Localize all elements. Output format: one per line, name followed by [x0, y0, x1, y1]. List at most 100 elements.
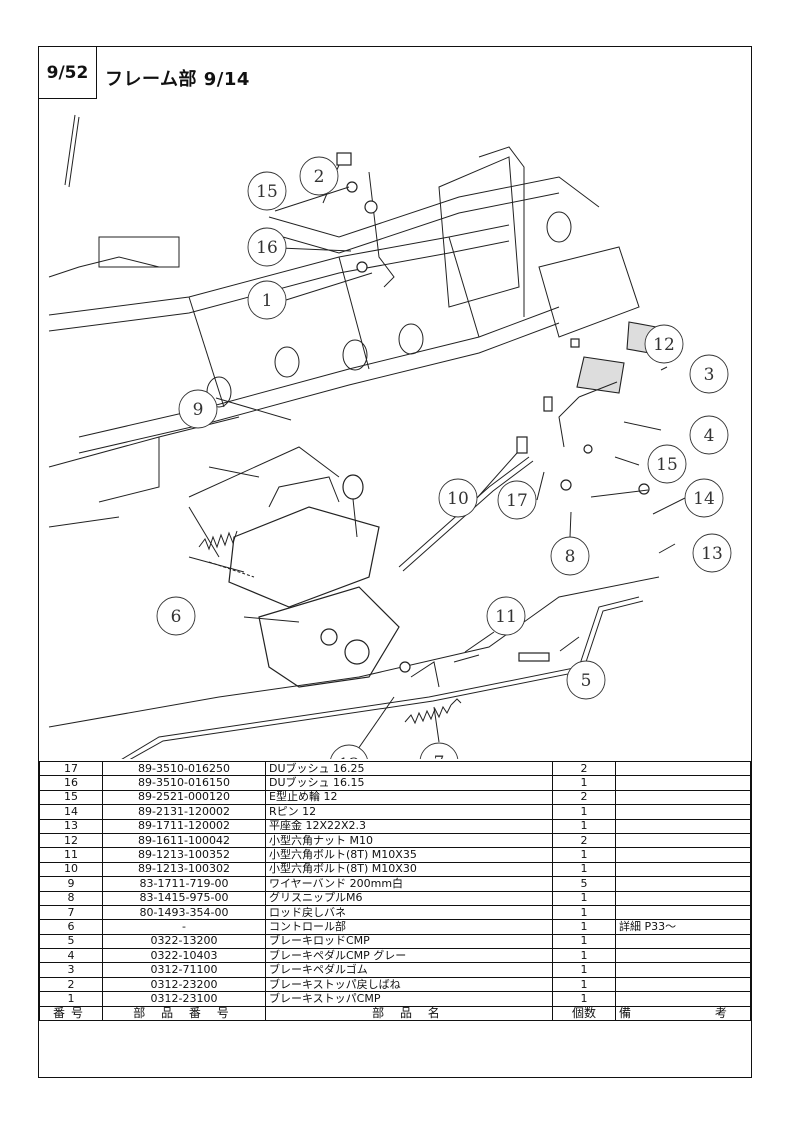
- row-remarks: [615, 760, 751, 777]
- svg-text:7: 7: [434, 753, 445, 759]
- row-part-number: 89-2131-120002: [102, 804, 266, 820]
- callout-15-a: 15: [247, 171, 287, 211]
- row-remarks: [615, 948, 751, 964]
- svg-text:6: 6: [171, 607, 182, 627]
- callout-9: 9: [178, 389, 218, 429]
- row-no: 9: [39, 876, 103, 892]
- wire-bands: [206, 211, 572, 408]
- page-number: 9/52: [39, 47, 97, 99]
- svg-text:1: 1: [262, 291, 273, 311]
- row-name: DUブッシュ 16.15: [265, 775, 553, 791]
- row-part-number: 89-3510-016250: [102, 760, 266, 777]
- row-remarks: [615, 933, 751, 950]
- row-part-number: 89-1213-100352: [102, 847, 266, 863]
- row-part-number: 0322-13200: [102, 933, 266, 950]
- svg-text:15: 15: [256, 182, 278, 202]
- row-remarks: [615, 804, 751, 820]
- svg-text:12: 12: [653, 335, 675, 355]
- row-name: ブレーキロッドCMP: [265, 933, 553, 950]
- row-remarks: [615, 890, 751, 906]
- row-no: 14: [39, 804, 103, 820]
- row-remarks: [615, 832, 751, 849]
- row-part-number: 89-1711-120002: [102, 818, 266, 834]
- row-qty: 1: [552, 818, 616, 834]
- callout-8: 8: [550, 536, 590, 576]
- row-name: ワイヤーバンド 200mm白: [265, 876, 553, 892]
- row-remarks: [615, 904, 751, 921]
- row-no: 4: [39, 948, 103, 964]
- row-name: DUブッシュ 16.25: [265, 760, 553, 777]
- row-part-number: 83-1711-719-00: [102, 876, 266, 892]
- header-no: 番号: [39, 1005, 103, 1022]
- svg-text:12: 12: [338, 755, 360, 759]
- row-part-number: 0312-71100: [102, 962, 266, 978]
- callout-16: 16: [247, 227, 287, 267]
- page-frame: 9/52 フレーム部 9/14: [38, 46, 752, 1078]
- svg-text:13: 13: [701, 544, 723, 564]
- row-part-number: 80-1493-354-00: [102, 904, 266, 921]
- svg-text:4: 4: [704, 426, 715, 446]
- row-name: ロッド戻しバネ: [265, 904, 553, 921]
- row-no: 16: [39, 775, 103, 791]
- brake-rod: [48, 456, 660, 759]
- row-part-number: 0312-23100: [102, 991, 266, 1007]
- row-part-number: -: [102, 919, 266, 935]
- svg-text:10: 10: [447, 489, 469, 509]
- row-name: ブレーキペダルゴム: [265, 962, 553, 978]
- row-name: 小型六角ナット M10: [265, 832, 553, 849]
- row-qty: 1: [552, 904, 616, 921]
- callout-14: 14: [684, 478, 724, 518]
- row-name: コントロール部: [265, 919, 553, 935]
- callout-7: 7: [419, 742, 459, 759]
- row-remarks: [615, 847, 751, 863]
- row-name: ブレーキストッパCMP: [265, 991, 553, 1007]
- svg-text:16: 16: [256, 238, 278, 258]
- callout-2: 2: [299, 156, 339, 196]
- row-no: 5: [39, 933, 103, 950]
- control-unit: [188, 474, 400, 688]
- row-no: 10: [39, 861, 103, 878]
- row-part-number: 89-1213-100302: [102, 861, 266, 878]
- row-remarks: [615, 861, 751, 878]
- row-no: 8: [39, 890, 103, 906]
- svg-text:2: 2: [314, 167, 325, 187]
- row-remarks: [615, 962, 751, 978]
- row-qty: 1: [552, 861, 616, 878]
- row-qty: 1: [552, 847, 616, 863]
- row-name: グリスニップルM6: [265, 890, 553, 906]
- row-qty: 1: [552, 976, 616, 993]
- row-remarks: [615, 775, 751, 791]
- callout-5: 5: [566, 660, 606, 700]
- row-remarks: [615, 789, 751, 806]
- row-qty: 1: [552, 890, 616, 906]
- row-name: Rピン 12: [265, 804, 553, 820]
- header-part-number: 部 品 番 号: [102, 1005, 266, 1022]
- svg-text:14: 14: [693, 489, 715, 509]
- row-part-number: 83-1415-975-00: [102, 890, 266, 906]
- page-title: フレーム部 9/14: [105, 69, 250, 90]
- row-part-number: 89-3510-016150: [102, 775, 266, 791]
- row-qty: 2: [552, 832, 616, 849]
- row-no: 3: [39, 962, 103, 978]
- row-no: 1: [39, 991, 103, 1007]
- row-name: 平座金 12X22X2.3: [265, 818, 553, 834]
- svg-text:15: 15: [656, 455, 678, 475]
- row-name: E型止め輪 12: [265, 789, 553, 806]
- svg-text:17: 17: [506, 491, 528, 511]
- row-no: 7: [39, 904, 103, 921]
- row-remarks: 詳細 P33〜: [615, 919, 751, 935]
